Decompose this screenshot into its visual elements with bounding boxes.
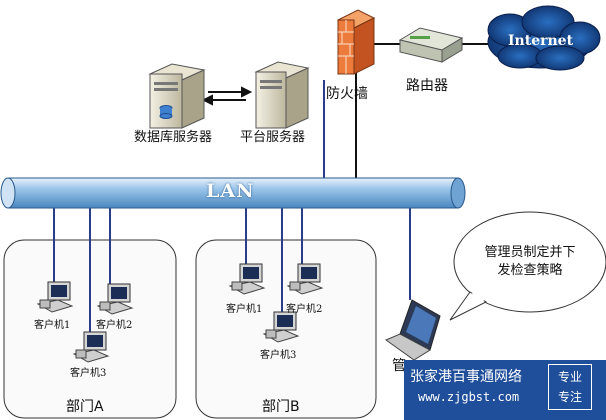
platform-server-label: 平台服务器 — [240, 130, 306, 145]
watermark-name: 张家港百事通网络 — [410, 369, 522, 385]
client-computer-icon — [96, 283, 134, 315]
database-server-icon — [148, 63, 206, 129]
watermark-tag-line: 专注 — [557, 390, 582, 404]
client-label: 客户机1 — [34, 320, 71, 331]
firewall-icon — [336, 9, 376, 75]
client-label: 客户机3 — [260, 350, 297, 361]
database-server-label: 数据库服务器 — [134, 130, 213, 145]
watermark-url: www.zjgbst.com — [418, 390, 520, 404]
admin-laptop-icon — [384, 299, 441, 361]
client-label: 客户机2 — [96, 320, 133, 331]
lan-bus — [0, 177, 466, 209]
client-computer-icon — [36, 281, 74, 313]
dept-a-label: 部门A — [66, 399, 104, 415]
client-label: 客户机3 — [70, 368, 107, 379]
client-computer-icon — [262, 311, 300, 343]
watermark-tag-line: 专业 — [557, 370, 582, 384]
dept-b-label: 部门B — [262, 399, 300, 415]
client-computer-icon — [286, 263, 324, 295]
internet-cloud-icon — [487, 5, 601, 71]
admin-label: 管 — [392, 358, 406, 374]
client-label: 客户机1 — [226, 304, 263, 315]
router-label: 路由器 — [406, 78, 448, 94]
client-label: 客户机2 — [286, 304, 323, 315]
watermark-tag: 专业 专注 — [548, 364, 592, 410]
client-computer-icon — [72, 331, 110, 363]
client-computer-icon — [228, 263, 266, 295]
speech-bubble — [449, 211, 606, 321]
firewall-label: 防火墙 — [326, 86, 368, 102]
bubble-text: 管理员制定并下发检查策略 — [484, 245, 576, 278]
lan-label: LAN — [206, 180, 255, 202]
internet-label: Internet — [508, 33, 574, 49]
router-icon — [398, 27, 464, 63]
platform-server-icon — [254, 61, 310, 129]
watermark-banner — [404, 360, 606, 420]
